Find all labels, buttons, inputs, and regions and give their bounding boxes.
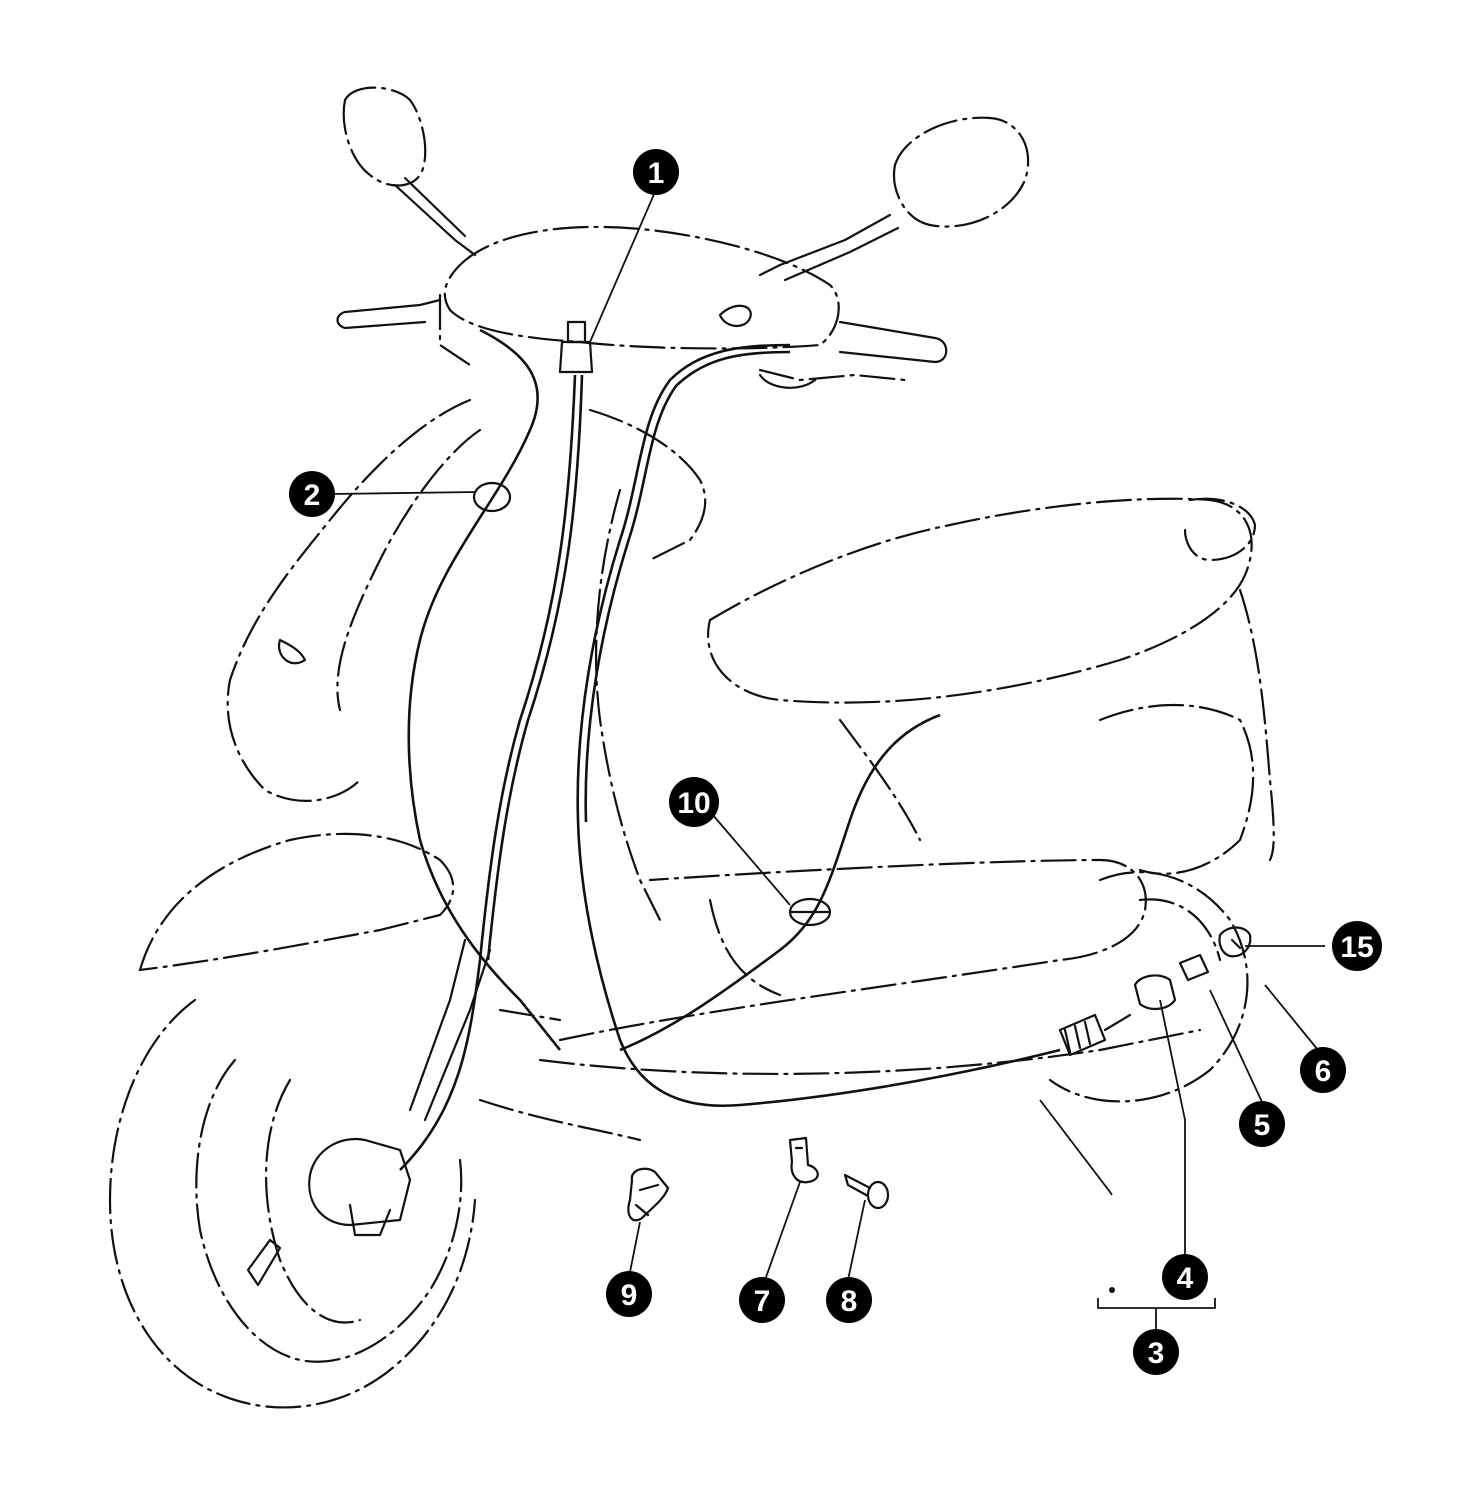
callout-9: 9 bbox=[606, 1271, 652, 1317]
callout-label: 15 bbox=[1340, 931, 1373, 964]
scooter-outline bbox=[108, 86, 1275, 1409]
callout-4: 4 bbox=[1162, 1254, 1208, 1300]
callout-label: 10 bbox=[677, 787, 710, 820]
callout-15: 15 bbox=[1332, 921, 1382, 971]
callout-label: 2 bbox=[304, 479, 321, 512]
callout-label: 6 bbox=[1315, 1055, 1332, 1088]
callout-3: 3 bbox=[1133, 1329, 1179, 1375]
callout-7: 7 bbox=[739, 1277, 785, 1323]
callout-label: 7 bbox=[754, 1285, 771, 1318]
leader-lines bbox=[331, 191, 1325, 1330]
callout-label: 4 bbox=[1177, 1262, 1194, 1295]
small-parts bbox=[627, 926, 1252, 1222]
callout-5: 5 bbox=[1239, 1101, 1285, 1147]
callout-2: 2 bbox=[289, 471, 335, 517]
callout-1: 1 bbox=[633, 149, 679, 195]
callout-8: 8 bbox=[826, 1277, 872, 1323]
callout-label: 9 bbox=[621, 1279, 638, 1312]
callout-label: 3 bbox=[1148, 1337, 1165, 1370]
callout-10: 10 bbox=[669, 777, 719, 827]
callout-label: 5 bbox=[1254, 1109, 1271, 1142]
callout-label: 8 bbox=[841, 1285, 858, 1318]
cables bbox=[399, 320, 1132, 1171]
callout-label: 1 bbox=[648, 157, 665, 190]
callout-6: 6 bbox=[1300, 1047, 1346, 1093]
